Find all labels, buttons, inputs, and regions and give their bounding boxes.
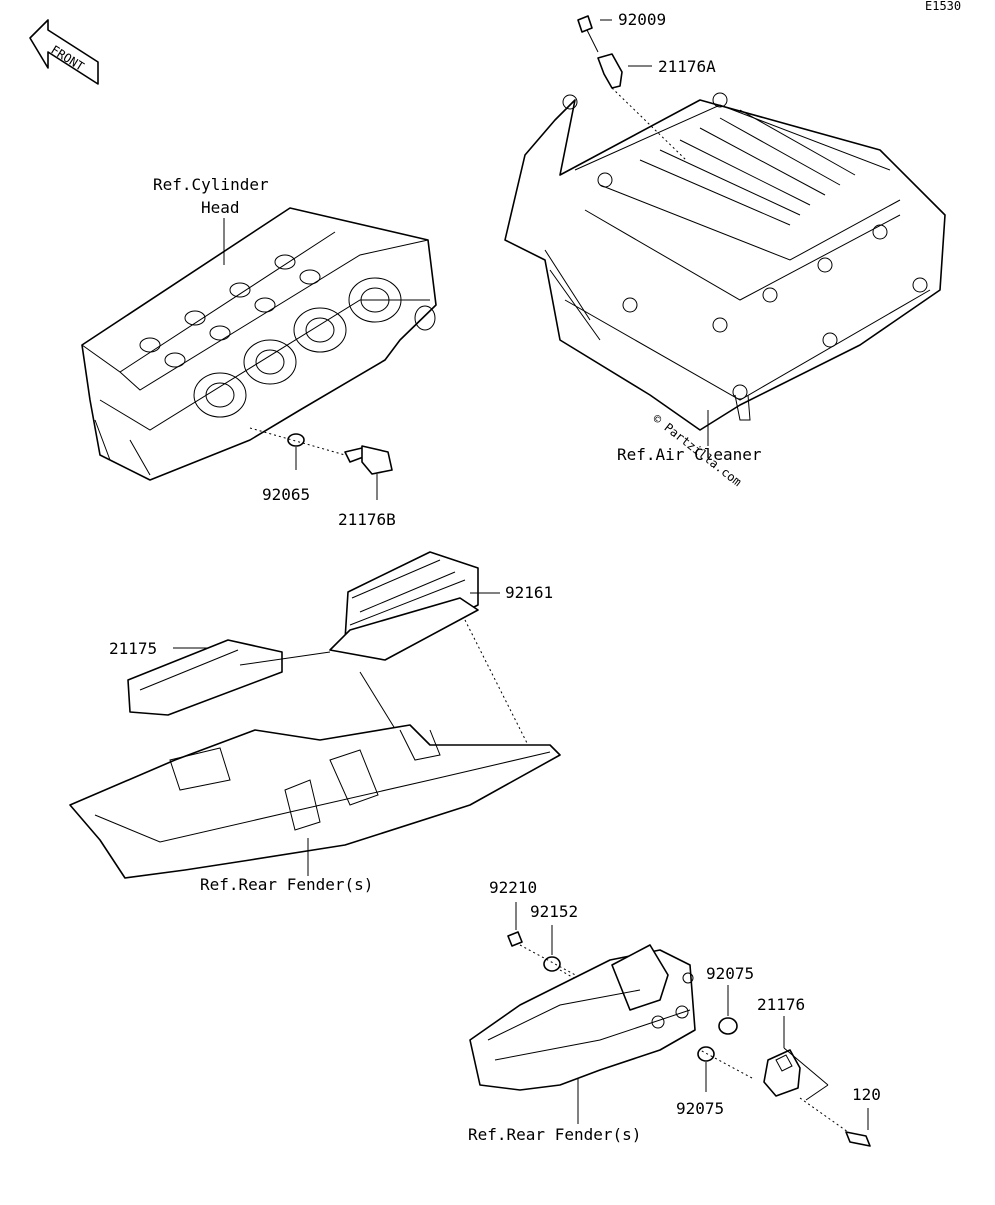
washer-92065 xyxy=(287,433,305,447)
ecu-92161 xyxy=(329,551,479,661)
collar-92152 xyxy=(543,956,561,972)
part-label-120: 120 xyxy=(852,1085,881,1104)
ref-rear-fender-2: Ref.Rear Fender(s) xyxy=(468,1125,641,1144)
part-label-92210: 92210 xyxy=(489,878,537,897)
part-label-21176: 21176 xyxy=(757,995,805,1014)
ref-cylinder-head-line1: Ref.Cylinder xyxy=(153,175,269,194)
rear-fender-illustration-1 xyxy=(69,724,561,879)
ref-rear-fender-1: Ref.Rear Fender(s) xyxy=(200,875,373,894)
front-arrow-icon: FRONT xyxy=(29,19,99,85)
rear-fender-illustration-2 xyxy=(469,944,696,1091)
grommet-92075-lower xyxy=(697,1046,715,1062)
part-label-92065: 92065 xyxy=(262,485,310,504)
grommet-92075-upper xyxy=(718,1017,738,1035)
sensor-21176b xyxy=(344,445,393,500)
part-label-92075-lower: 92075 xyxy=(676,1099,724,1118)
nut-92210 xyxy=(507,931,523,947)
ref-cylinder-head-line2: Head xyxy=(201,198,240,217)
part-label-92152: 92152 xyxy=(530,902,578,921)
bolt-92009 xyxy=(577,15,599,53)
bolt-120 xyxy=(845,1131,871,1147)
part-label-21176a: 21176A xyxy=(658,57,716,76)
part-label-92161: 92161 xyxy=(505,583,553,602)
ref-air-cleaner: Ref.Air Cleaner xyxy=(617,445,762,464)
ecu-21175 xyxy=(127,639,283,716)
cylinder-head-illustration xyxy=(81,207,437,481)
part-label-92075-upper: 92075 xyxy=(706,964,754,983)
sheet-code: E1530 xyxy=(925,0,961,13)
part-label-21175: 21175 xyxy=(109,639,157,658)
part-label-92009: 92009 xyxy=(618,10,666,29)
air-cleaner-illustration xyxy=(504,92,946,431)
sensor-21176 xyxy=(763,1049,801,1097)
part-label-21176b: 21176B xyxy=(338,510,396,529)
sensor-21176a xyxy=(597,53,623,89)
